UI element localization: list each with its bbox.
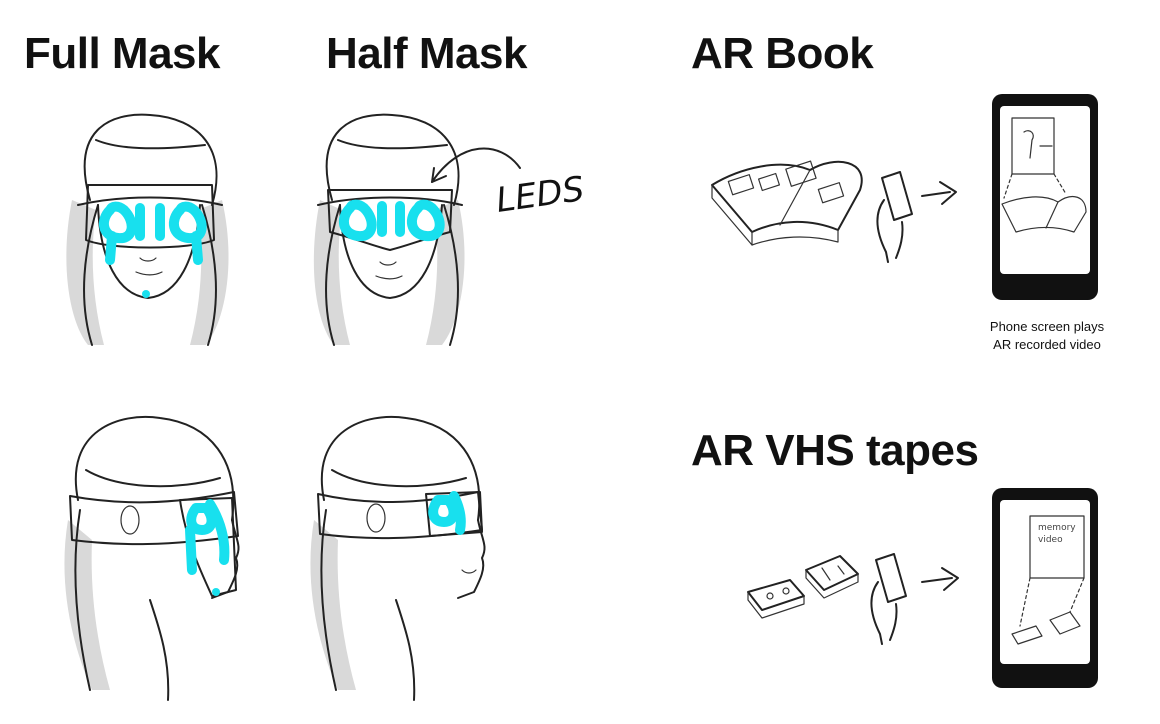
half-mask-side-sketch bbox=[310, 415, 486, 701]
hand-holding-phone-book bbox=[876, 171, 913, 263]
vhs-tapes-sketch bbox=[747, 555, 859, 619]
half-mask-front-sketch: LEDS bbox=[313, 113, 587, 346]
memory-video-line-2: video bbox=[1038, 535, 1063, 545]
full-mask-title: Full Mask bbox=[24, 29, 221, 78]
phone-book-sketch bbox=[992, 94, 1098, 300]
ar-book-title: AR Book bbox=[691, 29, 874, 78]
arrow-icon-book bbox=[921, 181, 957, 205]
ar-book-sketch bbox=[711, 160, 863, 246]
arrow-icon-vhs bbox=[921, 567, 959, 591]
caption-line-1: Phone screen plays bbox=[989, 319, 1105, 334]
memory-video-line-1: memory bbox=[1038, 523, 1076, 533]
caption-line-2: AR recorded video bbox=[993, 337, 1101, 352]
leds-annotation: LEDS bbox=[494, 169, 587, 221]
phone-vhs-sketch: memory video bbox=[992, 488, 1098, 688]
hand-holding-phone-vhs bbox=[870, 553, 907, 645]
ar-vhs-title: AR VHS tapes bbox=[691, 426, 979, 475]
full-mask-side-sketch bbox=[64, 415, 240, 701]
half-mask-title: Half Mask bbox=[326, 29, 527, 78]
phone-caption: Phone screen plays AR recorded video bbox=[962, 318, 1132, 354]
full-mask-front-sketch bbox=[66, 113, 229, 346]
